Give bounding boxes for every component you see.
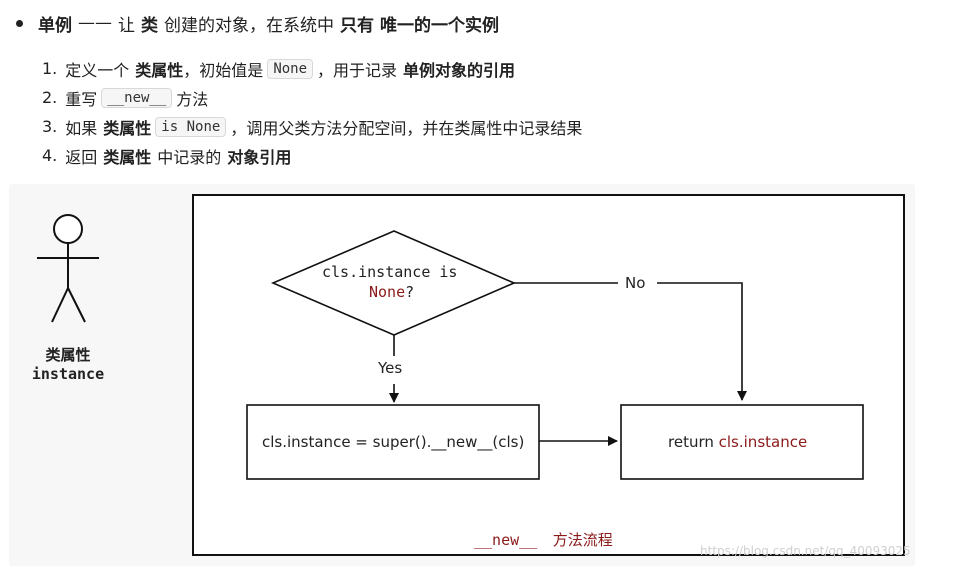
decision-none: None [369,283,406,301]
step-text: 方法 [176,89,209,109]
return-text: return cls.instance [668,433,807,451]
step-text: ，调用父类方法分配空间，并在类属性中记录结果 [230,118,583,138]
step-text: 定义一个 [65,60,130,80]
decision-text-line1: cls.instance is [322,263,458,281]
no-label: No [625,274,646,292]
step-4: 4. 返回 类属性 中记录的 对象引用 [42,141,582,170]
step-text: 返回 [65,147,98,167]
inline-code: None [267,58,314,79]
allocate-box [246,404,540,480]
header-text-c: 创建的对象，在系统中 [164,15,334,36]
inline-code: __new__ [101,87,173,108]
step-bold: 类属性 [135,60,184,80]
person-icon [37,214,99,323]
return-keyword: return [668,433,719,451]
step-number: 2. [42,88,58,107]
header-text-d: 只有 [340,15,374,36]
step-text: 如果 [65,118,98,138]
step-number: 1. [42,59,58,78]
step-text: ，用于记录 [317,60,398,80]
step-1: 1. 定义一个 类属性 ，初始值是 None ，用于记录 单例对象的引用 [42,54,582,83]
watermark: https://blog.csdn.net/qq_40093025 [700,544,911,558]
caption-code: __new__ [474,531,538,549]
bullet-dot-icon [16,19,23,27]
header-bullet: 单例 —— 让 类 创建的对象，在系统中 只有 唯一的一个实例 [16,10,499,36]
decision-question: ? [405,283,415,301]
diagram-caption: __new__ 方法流程 [474,529,613,550]
step-bold: 类属性 [103,118,152,138]
decision-text-line2: None? [369,283,414,301]
header-dashes: —— [78,13,112,33]
step-3: 3. 如果 类属性 is None ，调用父类方法分配空间，并在类属性中记录结果 [42,112,582,141]
step-text: 中记录的 [157,147,222,167]
inline-code: is None [155,116,227,137]
allocate-text: cls.instance = super().__new__(cls) [262,433,525,451]
step-number: 3. [42,117,58,136]
step-bold: 单例对象的引用 [403,60,516,80]
no-branch-arrow [657,282,747,401]
caption-text: 方法流程 [552,531,613,549]
flow-frame [192,194,905,556]
step-bold: 对象引用 [227,147,292,167]
header-text-a: 让 [118,15,135,36]
step-text: 重写 [65,89,98,109]
return-box [620,404,864,480]
step-number: 4. [42,146,58,165]
step-bold: 类属性 [103,147,152,167]
header-term: 单例 [38,15,72,36]
step-2: 2. 重写 __new__ 方法 [42,83,582,112]
actor-label-en: instance [31,365,105,383]
header-text-e: 唯一的一个实例 [380,15,499,36]
step-text: ，初始值是 [183,60,264,80]
header-text-b: 类 [141,15,158,36]
return-value: cls.instance [718,433,808,451]
actor-label-cn: 类属性 [45,346,91,364]
steps-list: 1. 定义一个 类属性 ，初始值是 None ，用于记录 单例对象的引用 2. … [42,54,582,170]
yes-label: Yes [378,359,403,377]
